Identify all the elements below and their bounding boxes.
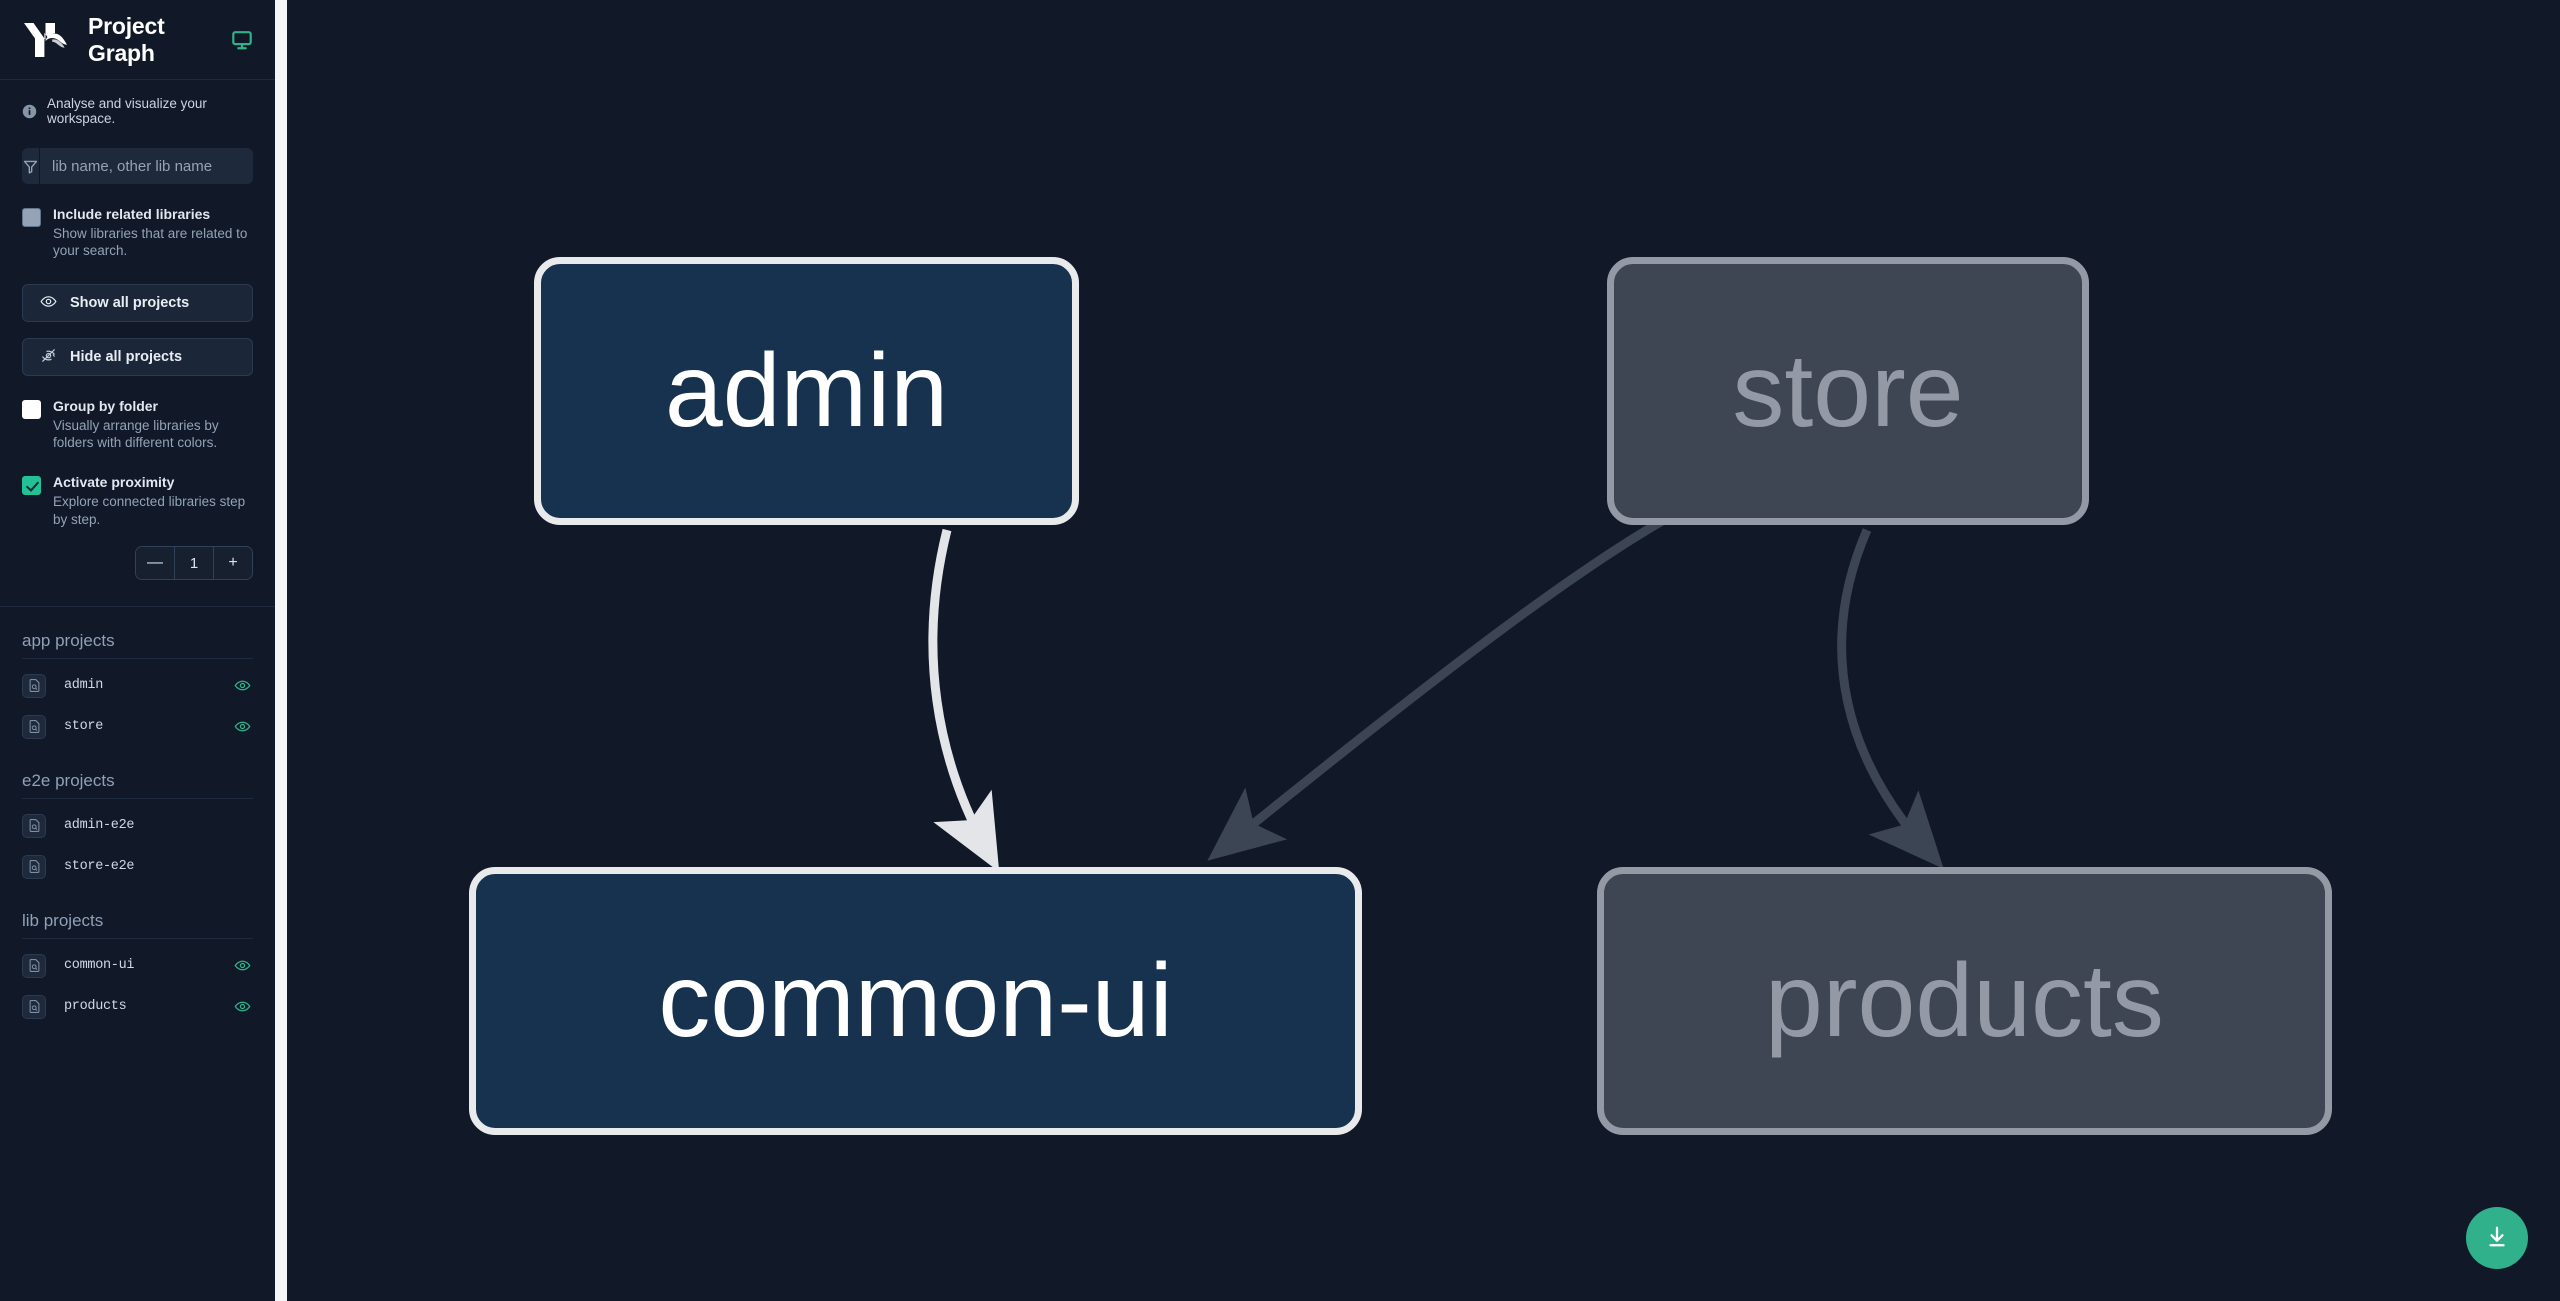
- proximity-increment-button[interactable]: +: [214, 547, 252, 580]
- project-file-icon: [22, 673, 46, 698]
- project-list-item[interactable]: products: [22, 986, 253, 1027]
- monitor-icon[interactable]: [231, 29, 253, 51]
- hide-all-projects-label: Hide all projects: [70, 349, 183, 366]
- project-group-title: app projects: [22, 607, 253, 660]
- edge-admin-to-common-ui: [928, 528, 1000, 873]
- eye-icon[interactable]: [231, 718, 253, 735]
- graph-canvas[interactable]: admin store common-ui products: [287, 0, 2560, 1301]
- eye-icon: [40, 293, 57, 314]
- search-filter-row[interactable]: [22, 148, 253, 184]
- option-label: Include related libraries: [53, 206, 211, 222]
- project-list-item[interactable]: store-e2e: [22, 846, 253, 887]
- project-name: products: [64, 999, 127, 1015]
- project-list-item[interactable]: admin-e2e: [22, 805, 253, 846]
- sidebar-controls: Include related libraries Show libraries…: [0, 140, 275, 581]
- project-group-title: e2e projects: [22, 747, 253, 800]
- project-group-title: lib projects: [22, 887, 253, 940]
- project-file-icon: [22, 813, 46, 838]
- project-name: store: [64, 719, 104, 735]
- graph-node-label: store: [1732, 333, 1964, 449]
- project-file-icon: [22, 994, 46, 1019]
- project-list-item[interactable]: admin: [22, 665, 253, 706]
- sidebar-tagline: Analyse and visualize your workspace.: [0, 80, 275, 140]
- edge-store-to-products: [1837, 528, 1944, 869]
- show-all-projects-label: Show all projects: [70, 295, 190, 312]
- sidebar-header: Project Graph: [0, 0, 275, 80]
- graph-node-label: admin: [664, 333, 949, 449]
- option-label: Group by folder: [53, 398, 158, 415]
- project-name: common-ui: [64, 958, 135, 974]
- project-group: e2e projects admin-e2e store-e2e: [0, 747, 275, 887]
- option-label: Activate proximity: [53, 474, 175, 491]
- proximity-value: 1: [174, 547, 214, 580]
- graph-node-store[interactable]: store: [1607, 257, 2089, 525]
- graph-node-label: products: [1765, 943, 2164, 1059]
- activate-proximity-checkbox[interactable]: [22, 476, 41, 496]
- project-name: admin-e2e: [64, 818, 135, 834]
- option-description: Show libraries that are related to your …: [53, 225, 248, 259]
- proximity-decrement-button[interactable]: —: [136, 547, 174, 580]
- project-group: app projects admin store: [0, 607, 275, 747]
- option-description: Visually arrange libraries by folders wi…: [53, 417, 219, 451]
- option-group-by-folder[interactable]: Group by folder Visually arrange librari…: [22, 398, 253, 452]
- show-all-projects-button[interactable]: Show all projects: [22, 284, 253, 323]
- eye-icon[interactable]: [231, 957, 253, 974]
- graph-node-products[interactable]: products: [1597, 867, 2332, 1135]
- hide-all-projects-button[interactable]: Hide all projects: [22, 338, 253, 377]
- project-group: lib projects common-ui products: [0, 887, 275, 1027]
- sidebar-divider: [0, 606, 275, 608]
- project-groups: app projects admin store e2e projects ad…: [0, 607, 275, 1027]
- download-graph-button[interactable]: [2466, 1207, 2528, 1269]
- eye-off-icon: [40, 347, 57, 368]
- project-name: admin: [64, 678, 104, 694]
- graph-node-common-ui[interactable]: common-ui: [469, 867, 1362, 1135]
- sidebar: Project Graph Analyse and visualize your…: [0, 0, 287, 1301]
- option-include-related-libraries[interactable]: Include related libraries Show libraries…: [22, 206, 253, 260]
- option-description: Explore connected libraries step by step…: [53, 493, 246, 527]
- filter-funnel-icon: [22, 148, 40, 184]
- graph-node-admin[interactable]: admin: [534, 257, 1079, 525]
- project-file-icon: [22, 714, 46, 739]
- include-related-libraries-checkbox[interactable]: [22, 208, 41, 227]
- download-icon: [2484, 1224, 2510, 1253]
- project-list-item[interactable]: common-ui: [22, 945, 253, 986]
- project-file-icon: [22, 854, 46, 879]
- eye-icon[interactable]: [231, 677, 253, 694]
- project-file-icon: [22, 953, 46, 978]
- project-list-item[interactable]: store: [22, 706, 253, 747]
- group-by-folder-checkbox[interactable]: [22, 400, 41, 420]
- eye-icon[interactable]: [231, 998, 253, 1015]
- option-activate-proximity[interactable]: Activate proximity Explore connected lib…: [22, 474, 253, 528]
- sidebar-tagline-text: Analyse and visualize your workspace.: [47, 96, 207, 126]
- graph-node-label: common-ui: [658, 943, 1173, 1059]
- page-title: Project Graph: [88, 12, 165, 66]
- nx-logo-icon: [22, 19, 68, 61]
- edge-store-to-common-ui: [1207, 490, 1715, 861]
- project-name: store-e2e: [64, 859, 135, 875]
- proximity-stepper[interactable]: — 1 +: [135, 546, 253, 581]
- info-icon: [22, 104, 37, 119]
- search-input[interactable]: [40, 148, 253, 184]
